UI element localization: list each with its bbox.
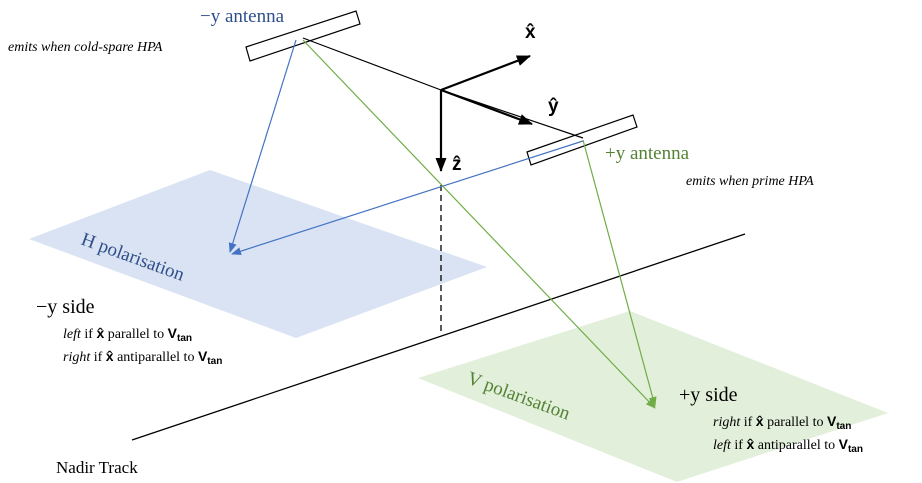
rule-if: if (730, 438, 747, 453)
rule-if: if (740, 415, 756, 430)
plus-y-side-line2: left if x̂ antiparallel to Vtan (713, 436, 863, 455)
z-axis-label: ẑ (452, 154, 462, 175)
blue-beam-down (228, 39, 297, 253)
plus-y-side-title: +y side (679, 384, 738, 406)
v-tan-subscript: tan (847, 443, 864, 455)
rule-relation: parallel to (104, 327, 168, 342)
rule-if: if (90, 350, 106, 365)
minus-y-antenna (245, 10, 361, 62)
plus-y-antenna-label: +y antenna (605, 143, 690, 164)
plus-y-side-line1: right if x̂ parallel to Vtan (713, 413, 851, 432)
x-hat-symbol: x̂ (105, 348, 114, 364)
x-axis-arrow (440, 54, 531, 92)
x-hat-symbol: x̂ (755, 413, 764, 429)
rule-if: if (80, 327, 97, 342)
rule-word: right (713, 415, 741, 430)
rule-relation: antiparallel to (113, 350, 198, 365)
v-tan-symbol: V (838, 436, 848, 452)
v-tan-subscript: tan (836, 420, 852, 432)
y-axis-label: ŷ (548, 96, 559, 117)
v-tan-symbol: V (826, 413, 837, 429)
rule-word: left (713, 438, 731, 453)
rule-relation: antiparallel to (754, 438, 839, 453)
x-hat-symbol: x̂ (96, 325, 105, 341)
x-axis-label: x̂ (525, 22, 536, 43)
minus-y-side-title: −y side (36, 296, 95, 318)
v-tan-symbol: V (197, 348, 208, 364)
minus-y-side-line1: left if x̂ parallel to Vtan (63, 325, 192, 344)
plus-y-antenna (526, 114, 638, 166)
green-beam-cross (302, 39, 656, 409)
x-hat-symbol: x̂ (746, 436, 755, 452)
plus-y-antenna-note: emits when prime HPA (686, 174, 814, 189)
rule-word: right (63, 350, 91, 365)
y-axis-arrow (440, 88, 533, 126)
rule-relation: parallel to (763, 415, 827, 430)
nadir-track-line (131, 233, 746, 441)
minus-y-antenna-note: emits when cold-spare HPA (8, 40, 163, 55)
body-link-minus (302, 37, 442, 91)
nadir-track-label: Nadir Track (56, 458, 138, 477)
blue-beam-cross (231, 140, 584, 256)
green-beam-down (582, 139, 657, 407)
rule-word: left (63, 327, 81, 342)
minus-y-antenna-label: −y antenna (200, 6, 285, 27)
v-tan-subscript: tan (207, 355, 223, 367)
v-tan-subscript: tan (176, 332, 193, 344)
minus-y-side-line2: right if x̂ antiparallel to Vtan (63, 348, 222, 367)
v-tan-symbol: V (167, 325, 177, 341)
h-polarisation-plane (29, 170, 487, 338)
